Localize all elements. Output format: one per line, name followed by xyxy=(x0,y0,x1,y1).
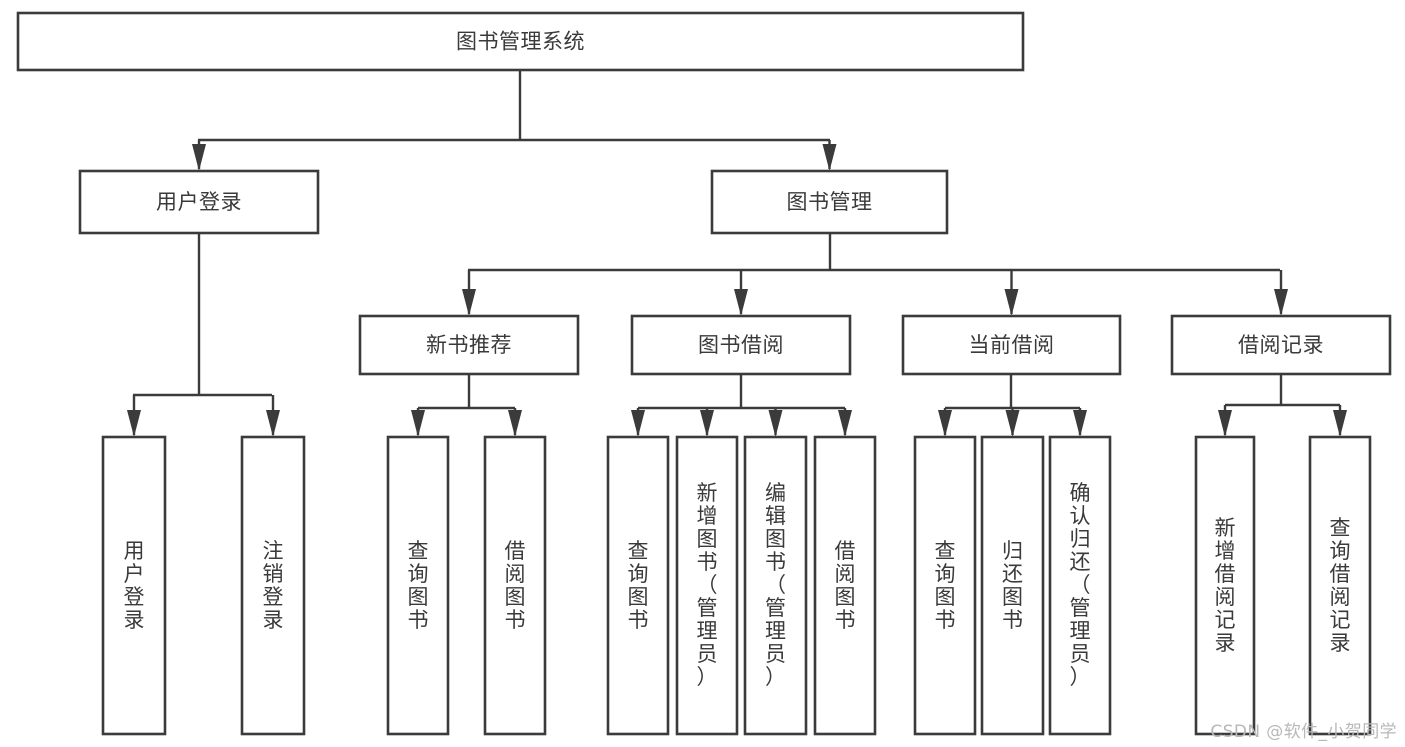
edge-book-manage-to-book-borrow xyxy=(734,270,748,316)
edge-book-manage-to-current-borrow xyxy=(1004,270,1019,316)
edge-root-to-user-login xyxy=(192,140,206,171)
node-label-new-book-rec: 新书推荐 xyxy=(426,333,512,357)
connector-layer xyxy=(127,70,1347,437)
csdn-watermark: CSDN @软件_小贺同学 xyxy=(1210,722,1397,742)
edge-book-manage-to-new-book-rec xyxy=(462,270,476,316)
node-box-leaf-query-book-2[interactable] xyxy=(606,435,670,736)
node-box-leaf-add-record[interactable] xyxy=(1194,435,1256,736)
node-box-leaf-confirm-return[interactable] xyxy=(1048,435,1112,736)
node-label-current-borrow: 当前借阅 xyxy=(969,333,1055,357)
edge-book-borrow-to-leaf-borrow-book-2 xyxy=(838,408,852,437)
node-box-book-manage[interactable] xyxy=(710,169,949,235)
node-box-leaf-logout[interactable] xyxy=(240,435,306,736)
edge-current-borrow-to-leaf-confirm-return xyxy=(1073,408,1087,437)
node-label-book-manage: 图书管理 xyxy=(787,190,873,214)
edge-borrow-record-to-leaf-add-record xyxy=(1218,405,1232,437)
edge-book-borrow-to-leaf-add-book xyxy=(700,408,714,437)
connector-bus-book-manage xyxy=(468,233,1280,272)
edge-current-borrow-to-leaf-return-book xyxy=(1005,408,1020,437)
edge-book-manage-to-borrow-record xyxy=(1274,270,1288,316)
edge-book-borrow-to-leaf-edit-book xyxy=(768,408,783,437)
edge-user-login-to-leaf-user-login xyxy=(127,395,141,437)
node-box-leaf-borrow-book-1[interactable] xyxy=(483,435,547,736)
connector-bus-book-borrow xyxy=(638,374,845,410)
edge-root-to-book-manage xyxy=(822,140,837,171)
node-box-leaf-borrow-book-2[interactable] xyxy=(813,435,877,736)
node-box-leaf-query-record[interactable] xyxy=(1308,435,1372,736)
edge-book-borrow-to-leaf-query-book-2 xyxy=(631,408,645,437)
node-box-leaf-user-login[interactable] xyxy=(101,435,167,736)
connector-bus-new-book xyxy=(418,374,515,410)
edge-current-borrow-to-leaf-query-book-3 xyxy=(938,408,952,437)
node-box-leaf-query-book-3[interactable] xyxy=(913,435,977,736)
node-box-book-borrow[interactable] xyxy=(630,314,852,376)
node-box-leaf-add-book[interactable] xyxy=(675,435,739,736)
edge-new-book-rec-to-leaf-borrow-book-1 xyxy=(508,408,522,437)
edge-user-login-to-leaf-logout xyxy=(266,395,280,437)
edge-borrow-record-to-leaf-query-record xyxy=(1333,405,1347,437)
node-box-new-book-rec[interactable] xyxy=(358,314,580,376)
connector-bus-user-login xyxy=(133,233,272,397)
node-label-user-login: 用户登录 xyxy=(156,190,242,214)
edge-new-book-rec-to-leaf-query-book-1 xyxy=(411,408,425,437)
node-box-leaf-edit-book[interactable] xyxy=(743,435,808,736)
node-label-borrow-record: 借阅记录 xyxy=(1238,333,1324,357)
node-box-leaf-query-book-1[interactable] xyxy=(386,435,450,736)
node-label-book-borrow: 图书借阅 xyxy=(698,333,784,357)
node-box-borrow-record[interactable] xyxy=(1170,314,1392,376)
connector-bus-root xyxy=(198,70,830,142)
node-label-root: 图书管理系统 xyxy=(456,30,585,54)
node-box-leaf-return-book[interactable] xyxy=(980,435,1045,736)
connector-bus-borrow-record xyxy=(1225,374,1340,407)
node-box-current-borrow[interactable] xyxy=(901,314,1122,376)
connector-bus-current-borrow xyxy=(945,374,1080,410)
node-box-root[interactable] xyxy=(16,11,1025,72)
node-box-user-login[interactable] xyxy=(78,169,320,235)
